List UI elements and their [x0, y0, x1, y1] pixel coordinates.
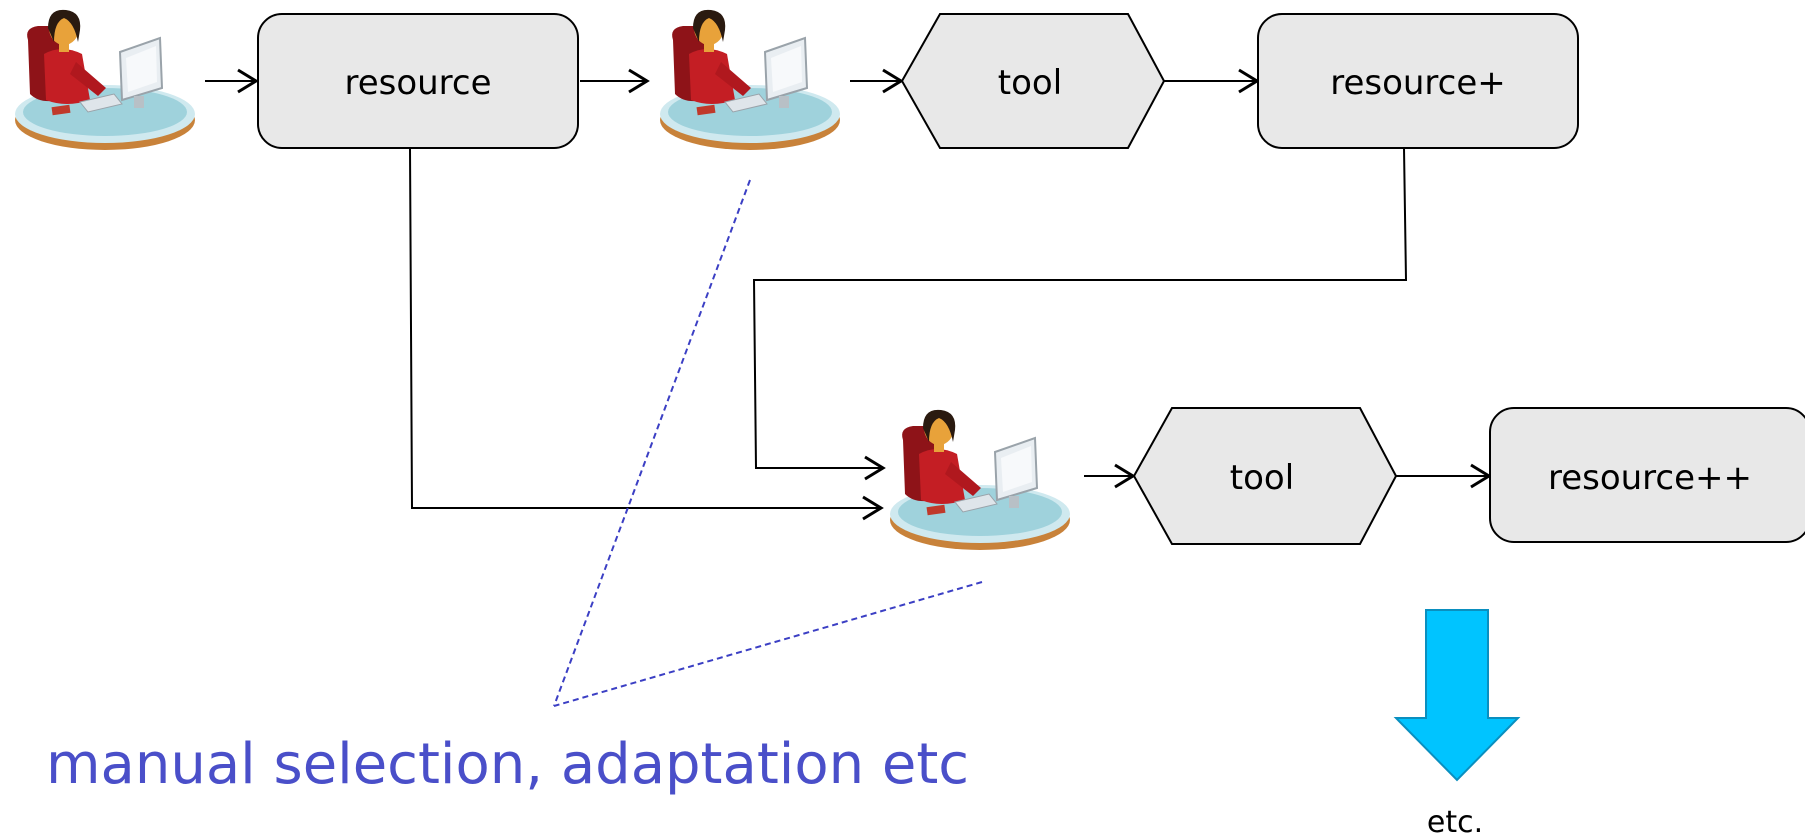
- etc-label: etc.: [1427, 805, 1483, 840]
- node-tool-1-label: tool: [998, 63, 1062, 103]
- continuation: etc.: [1393, 609, 1521, 840]
- annotation-lines: [553, 179, 983, 707]
- node-resource-plus-plus: resource++: [1489, 407, 1805, 543]
- person-at-computer-icon: [14, 8, 196, 152]
- arrow-resource-plus-to-person3: [752, 147, 1408, 469]
- person-at-computer-icon: [889, 408, 1071, 551]
- dashed-line-to-person2: [553, 179, 751, 707]
- node-tool-1: tool: [900, 13, 1166, 149]
- annotation-caption: manual selection, adaptation etc: [46, 732, 969, 797]
- node-resource: resource: [257, 13, 579, 149]
- arrow-resource-to-person3: [409, 147, 880, 509]
- node-tool-2-label: tool: [1230, 458, 1294, 498]
- node-resource-plus-label: resource+: [1330, 63, 1506, 103]
- node-resource-plus: resource+: [1257, 13, 1579, 149]
- person-3: [889, 408, 1071, 551]
- dashed-line-to-person3: [553, 581, 983, 707]
- node-tool-2: tool: [1132, 407, 1398, 545]
- person-at-computer-icon: [659, 8, 841, 152]
- node-resource-label: resource: [344, 63, 491, 103]
- person-2: [659, 8, 841, 152]
- node-resource-plus-plus-label: resource++: [1548, 458, 1752, 498]
- person-1: [14, 8, 196, 152]
- down-arrow-icon: [1393, 609, 1521, 782]
